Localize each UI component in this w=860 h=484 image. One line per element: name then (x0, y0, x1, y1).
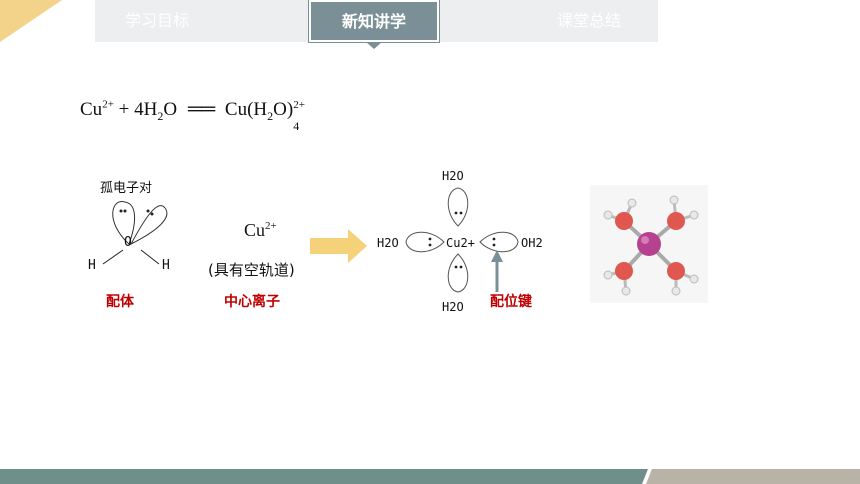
oxygen-label: O (124, 235, 132, 250)
complex-left-ligand: H2O (377, 236, 399, 250)
tab-new-knowledge[interactable]: 新知讲学 (309, 0, 439, 42)
coordinate-bond-caption: 配位键 (490, 294, 532, 310)
active-tab-pointer (366, 42, 382, 49)
eq-complex-sub: 2 (267, 108, 274, 123)
coordinate-bond-arrow-head (491, 250, 503, 262)
eq-sign: ══ (187, 98, 215, 120)
hydrogen-right-label: H (162, 258, 170, 273)
hydrogen-left-label: H (88, 258, 96, 273)
cu-symbol: Cu (244, 220, 266, 240)
complex-right-ligand: OH2 (521, 236, 543, 250)
electron-dot (150, 212, 154, 216)
orbital-lobe-left (405, 231, 445, 253)
tab-learning-goals[interactable]: 学习目标 (125, 11, 190, 30)
eq-complex-close: O) (273, 99, 294, 120)
eq-complex-charge: 2+ (293, 99, 305, 111)
right-arrow-icon (310, 229, 367, 263)
lone-pair-lobe-right (129, 205, 168, 246)
electron-dot (146, 209, 150, 213)
eq-cu-charge: 2+ (102, 98, 114, 111)
eq-complex: Cu(H (224, 99, 268, 120)
complex-center-ion: Cu2+ (446, 236, 475, 250)
bottom-decoration-bar (0, 469, 860, 484)
complex-ball-model (590, 185, 708, 303)
bond-o-h-left (102, 249, 124, 265)
cu-charge: 2+ (265, 220, 277, 232)
orbital-lobe-right (479, 231, 519, 253)
eq-o: O (163, 99, 178, 120)
center-ion-symbol: Cu2+ (244, 220, 277, 241)
complex-diagram (405, 187, 519, 293)
water-molecule-diagram (102, 201, 168, 265)
eq-cu: Cu (80, 99, 103, 120)
corner-decoration (0, 0, 62, 42)
tab-class-summary[interactable]: 课堂总结 (557, 11, 622, 30)
complex-top-ligand: H2O (442, 169, 464, 183)
bond-o-h-right (140, 249, 160, 265)
electron-dot (123, 209, 127, 213)
electron-dot (119, 209, 123, 213)
reaction-equation: Cu2+ + 4H2O ══ Cu(H2O) 4 2+ (80, 98, 305, 133)
empty-orbital-note: (具有空轨道) (208, 261, 295, 279)
lone-pair-label: 孤电子对 (100, 181, 153, 196)
lone-pair-lobe-left (112, 201, 135, 245)
ligand-caption: 配体 (106, 294, 134, 310)
complex-bottom-ligand: H2O (442, 300, 464, 314)
eq-complex-n: 4 (293, 119, 300, 133)
orbital-lobe-bottom (447, 253, 469, 293)
eq-plus-water: + 4H (118, 99, 158, 120)
orbital-lobe-top (447, 187, 469, 227)
eq-h2o-sub: 2 (157, 108, 164, 123)
center-ion-caption: 中心离子 (224, 294, 280, 310)
